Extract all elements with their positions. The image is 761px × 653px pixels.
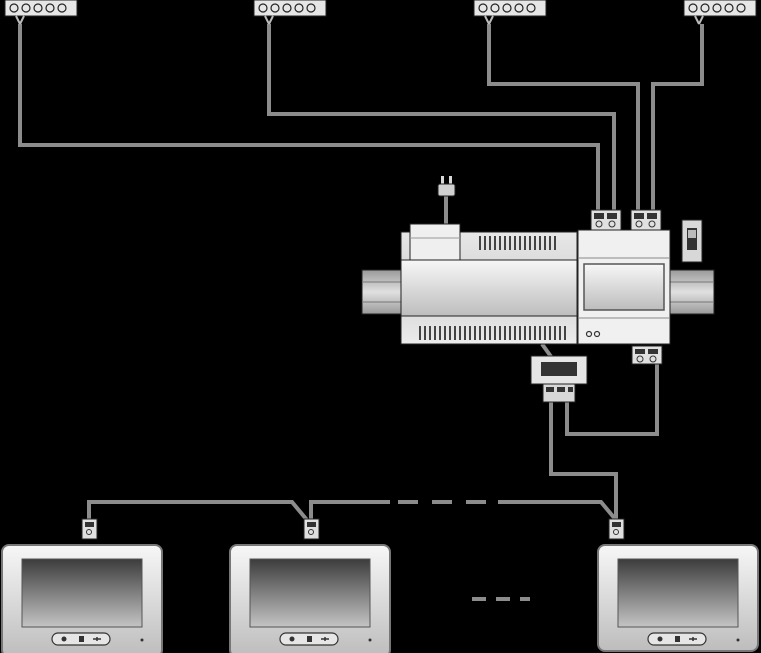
bell-icon [61,636,67,642]
wire-station-4 [651,24,704,214]
controller-top-terminals [590,209,662,231]
door-station-3 [473,0,547,25]
monitor-connector-3 [608,518,625,540]
door-station-1 [4,0,78,25]
key-icon [93,637,101,641]
door-icon [307,636,312,642]
vent-slots-bottom [419,326,566,340]
wall-switch-icon [681,219,703,263]
door-icon [79,636,84,642]
door-station-2 [253,0,327,25]
status-leds [585,330,601,338]
wire-monitor-chain-2 [309,500,390,520]
key-icon [689,637,697,641]
door-icon [675,636,680,642]
din-rail-controller-icon [400,209,671,365]
wire-monitor-chain [87,500,309,522]
monitor-connector-2 [303,518,320,540]
wire-monitor-chain-3 [498,500,618,522]
wire-station-2 [267,24,616,214]
bell-icon [289,636,295,642]
monitor-2-buttons [289,636,329,642]
indoor-monitor-1 [1,544,163,653]
vent-slots-top [479,236,556,250]
bell-icon [657,636,663,642]
monitor-3-buttons [657,636,697,642]
key-icon [321,637,329,641]
wiring [18,24,704,522]
wire-station-1 [18,24,600,214]
monitor-connector-1 [81,518,98,540]
wire-station-3 [487,24,640,214]
power-plug-icon [437,176,456,197]
controller-bottom-terminals [631,345,663,365]
door-station-4 [683,0,757,25]
indoor-monitor-3 [597,544,759,652]
distributor-icon [530,355,588,403]
wire-controller-bus-out [565,362,659,436]
wire-distributor-to-last-monitor [549,402,618,520]
indoor-monitor-2 [229,544,391,653]
monitor-1-buttons [61,636,101,642]
